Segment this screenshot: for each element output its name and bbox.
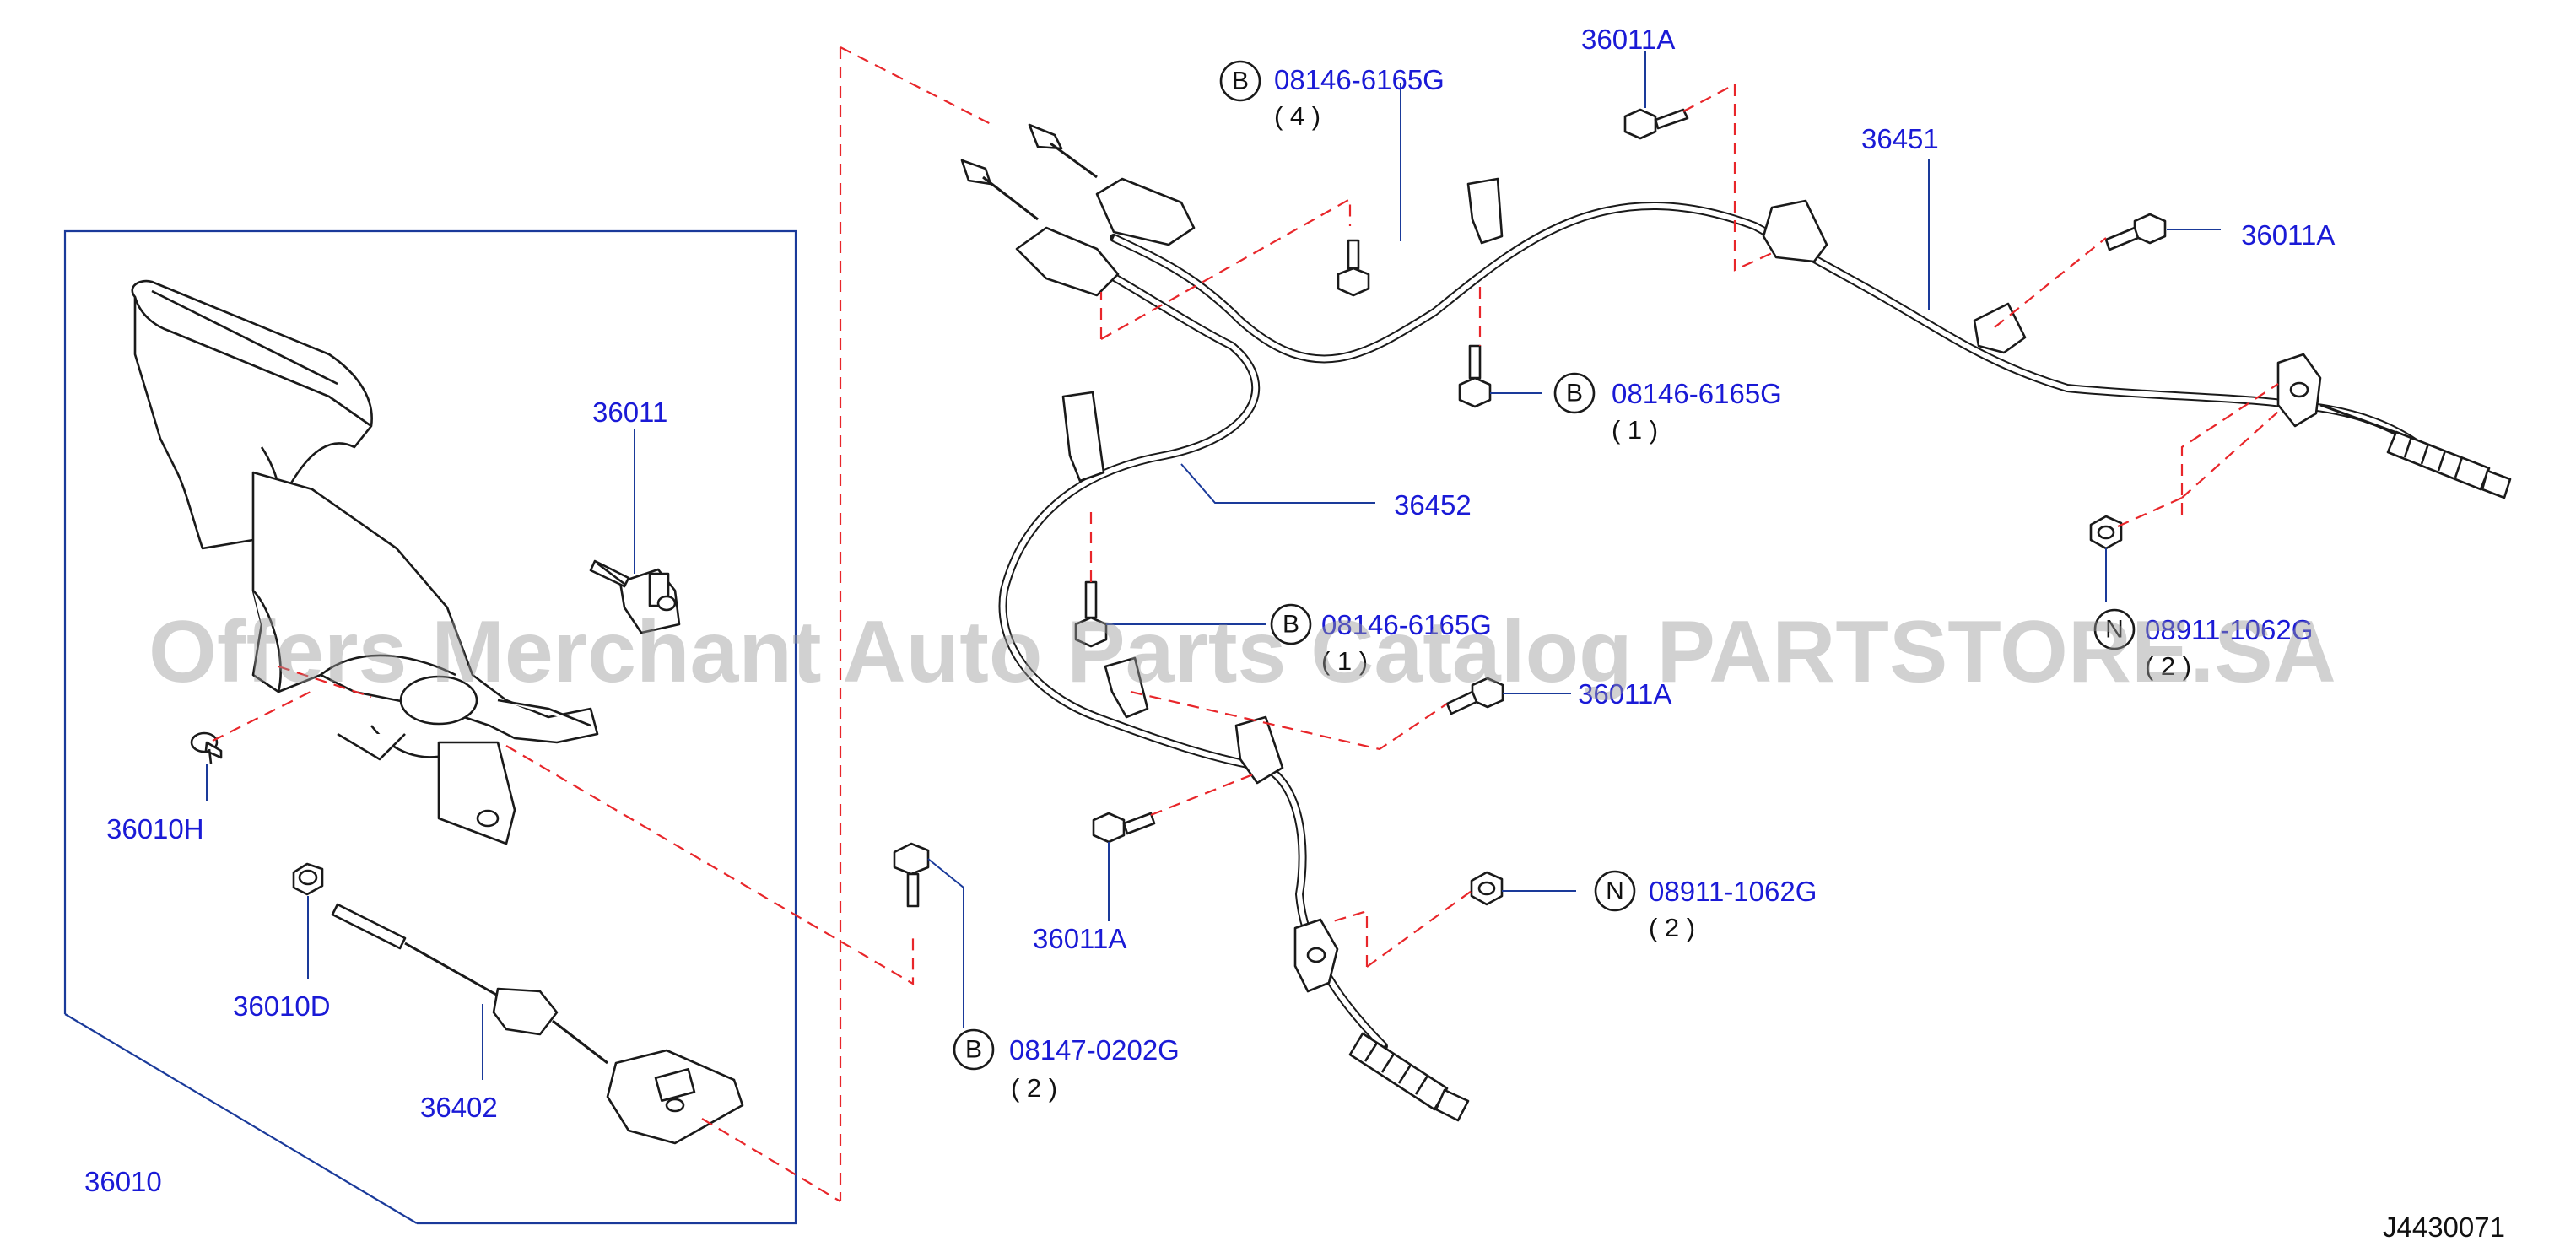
- qty-08911-low: ( 2 ): [1649, 913, 1695, 942]
- diagram-code: J4430071: [2383, 1212, 2505, 1243]
- circle-b-08147-letter: B: [965, 1036, 982, 1064]
- label-36010: 36010: [84, 1166, 162, 1197]
- qty-08146-top: ( 4 ): [1274, 101, 1320, 131]
- leader-lines: [206, 51, 2221, 1080]
- label-36452: 36452: [1394, 489, 1472, 521]
- circle-n-low-letter: N: [1606, 877, 1624, 905]
- bolt-08146-mid: [1458, 344, 1492, 408]
- bolt-36011a-low: [1092, 812, 1156, 844]
- circle-b-top-letter: B: [1232, 67, 1249, 95]
- label-36011a-top: 36011A: [1581, 24, 1675, 55]
- alignment-lines: [212, 46, 2279, 1202]
- label-36402: 36402: [420, 1092, 498, 1123]
- circle-b-low-letter: B: [1283, 611, 1299, 639]
- label-08911-right: 08911-1062G: [2145, 614, 2313, 645]
- circled-letters: B B B N N B: [953, 60, 2136, 1071]
- label-36010h: 36010H: [106, 813, 204, 845]
- label-08146-low: 08146-6165G: [1321, 609, 1492, 640]
- nut-08911-right: [2089, 515, 2123, 550]
- bolt-08146-top: [1337, 239, 1370, 297]
- assembly-box-outline: [63, 229, 797, 1225]
- qty-08911-right: ( 2 ): [2145, 651, 2191, 681]
- circle-b-top: [1219, 60, 1261, 102]
- bolt-36011a-mid: [1445, 677, 1504, 715]
- qty-08147: ( 2 ): [1011, 1073, 1057, 1103]
- qty-08146-low: ( 1 ): [1321, 646, 1368, 676]
- label-08911-low: 08911-1062G: [1649, 876, 1817, 907]
- qty-08146-mid: ( 1 ): [1612, 415, 1658, 445]
- rear-cable-36452: [960, 159, 1470, 1122]
- watermark-text: Offers Merchant Auto Parts Catalog PARTS…: [149, 603, 2336, 701]
- label-36010d: 36010D: [233, 990, 331, 1022]
- part-labels: 36011 36010H 36010D 36402 36010 08147-02…: [84, 24, 2335, 1197]
- label-36011a-right: 36011A: [2241, 219, 2335, 251]
- bolt-36011a-right: [2104, 213, 2167, 251]
- circle-b-08147: [953, 1028, 995, 1071]
- circle-b-mid-letter: B: [1566, 380, 1583, 407]
- circle-n-right-letter: N: [2105, 616, 2124, 644]
- label-08146-top: 08146-6165G: [1274, 64, 1445, 95]
- front-cable-36402: [331, 903, 744, 1145]
- label-36451: 36451: [1861, 123, 1939, 154]
- parking-brake-lever: [131, 279, 599, 845]
- nut-36010d: [292, 862, 324, 896]
- circle-n-right: [2093, 608, 2136, 650]
- assembly-box-leader: [64, 1013, 418, 1224]
- label-36011a-low: 36011A: [1033, 923, 1126, 954]
- circle-n-low: [1594, 870, 1636, 912]
- bracket-36011: [589, 559, 681, 634]
- rear-cable-36451: [1028, 123, 2512, 499]
- label-36011: 36011: [592, 397, 667, 428]
- nut-08911-low: [1470, 871, 1504, 906]
- bolt-08146-low: [1074, 580, 1108, 648]
- label-08146-mid: 08146-6165G: [1612, 378, 1782, 409]
- circle-b-mid: [1553, 372, 1596, 414]
- circle-b-low: [1270, 603, 1312, 645]
- screw-36010h: [190, 731, 223, 764]
- label-36011a-mid: 36011A: [1578, 678, 1671, 710]
- bolt-08147: [893, 842, 930, 908]
- label-08147: 08147-0202G: [1009, 1034, 1180, 1066]
- bolt-36011a-top: [1623, 108, 1689, 140]
